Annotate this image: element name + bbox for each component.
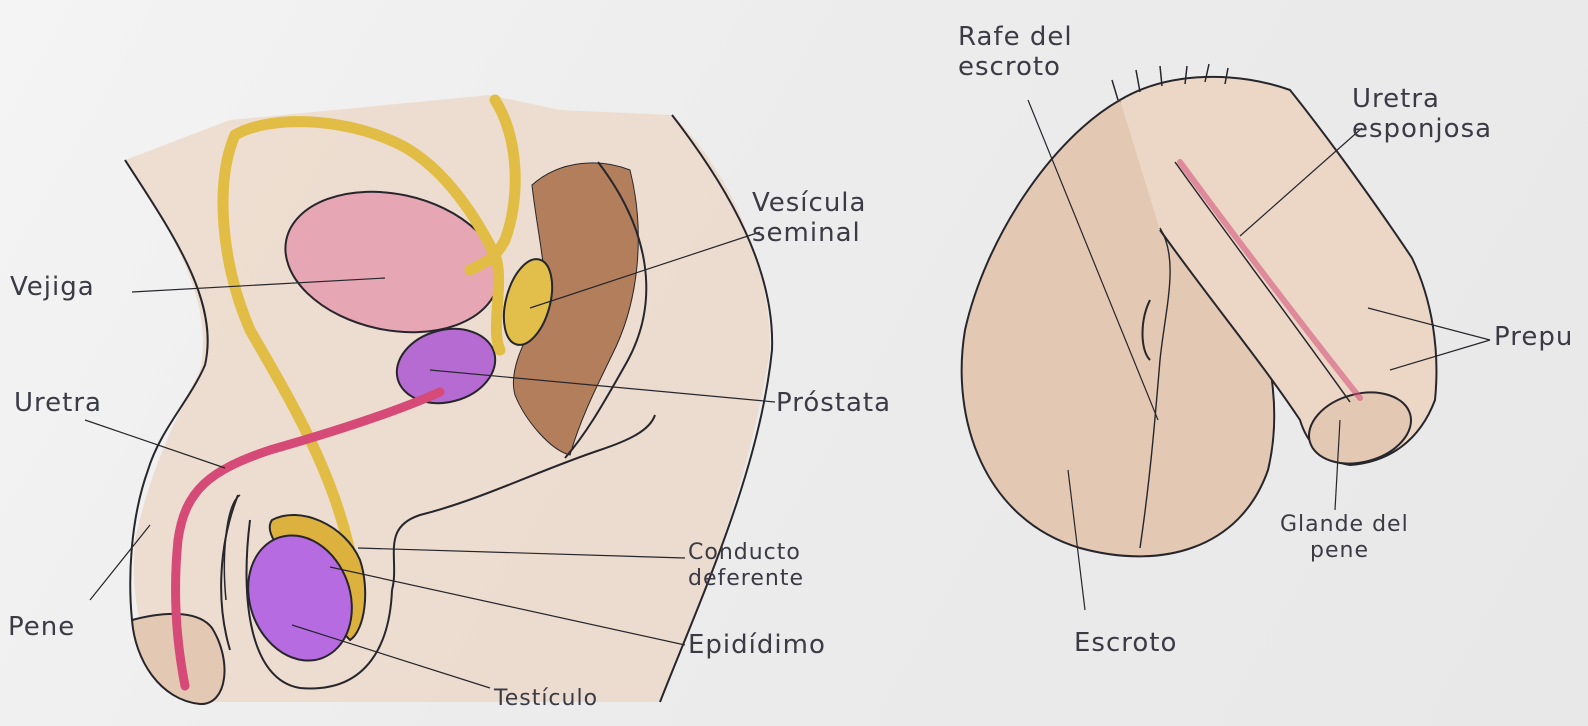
sagittal-section-diagram (85, 95, 775, 704)
label-conducto-line1: Conducto (688, 540, 804, 566)
label-uretra-esp-line2: esponjosa (1352, 114, 1492, 144)
label-glande-line1: Glande del (1280, 512, 1409, 538)
label-rafe-line1: Rafe del (958, 22, 1073, 52)
label-uretra-esponjosa: Uretra esponjosa (1352, 84, 1492, 144)
label-vejiga: Vejiga (10, 272, 95, 302)
label-vesicula-line1: Vesícula (752, 188, 866, 218)
label-rafe-del-escroto: Rafe del escroto (958, 22, 1073, 82)
label-epididimo: Epidídimo (688, 630, 826, 660)
label-glande-line2: pene (1280, 538, 1409, 564)
label-conducto-deferente: Conducto deferente (688, 540, 804, 592)
label-conducto-line2: deferente (688, 566, 804, 592)
label-prostata: Próstata (776, 388, 891, 418)
label-uretra: Uretra (14, 388, 102, 418)
label-prepucio: Prepu (1494, 322, 1573, 352)
label-uretra-esp-line1: Uretra (1352, 84, 1492, 114)
label-pene: Pene (8, 612, 75, 642)
label-escroto: Escroto (1074, 628, 1177, 658)
label-vesicula-line2: seminal (752, 218, 866, 248)
label-testiculo: Testículo (494, 686, 598, 712)
external-view-diagram (962, 64, 1490, 610)
label-vesicula-seminal: Vesícula seminal (752, 188, 866, 248)
label-rafe-line2: escroto (958, 52, 1073, 82)
label-glande-del-pene: Glande del pene (1280, 512, 1409, 564)
